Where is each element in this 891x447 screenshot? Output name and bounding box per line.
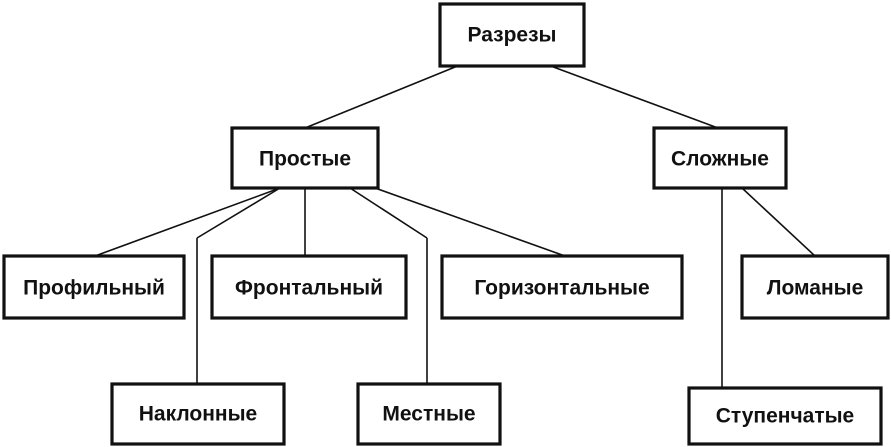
node-local: Местные [356, 382, 502, 446]
node-simple: Простые [230, 126, 380, 190]
edge-simple-horizontal [374, 187, 566, 257]
node-frontal: Фронтальный [210, 254, 408, 320]
node-inclined: Наклонные [110, 382, 286, 446]
node-local-label: Местные [382, 403, 475, 426]
edge-simple-profile [94, 187, 281, 257]
node-root-label: Разрезы [468, 24, 557, 47]
node-inclined-label: Наклонные [139, 403, 257, 426]
node-horizontal-label: Горизонтальные [474, 277, 649, 300]
node-stepped-label: Ступенчатые [716, 405, 854, 428]
node-broken: Ломаные [740, 254, 890, 320]
node-simple-label: Простые [259, 148, 351, 171]
node-profile: Профильный [2, 254, 186, 320]
node-complex-label: Сложные [671, 148, 769, 171]
node-frontal-label: Фронтальный [235, 277, 383, 300]
edge-root-simple [304, 64, 461, 129]
edge-complex-broken [741, 187, 816, 257]
edge-simple-local [349, 187, 428, 239]
node-stepped: Ступенчатые [687, 386, 883, 446]
node-broken-label: Ломаные [767, 277, 864, 300]
connectors [94, 64, 816, 388]
node-complex: Сложные [652, 126, 788, 190]
node-profile-label: Профильный [23, 277, 165, 300]
edge-simple-inclined [196, 187, 281, 239]
node-horizontal: Горизонтальные [440, 254, 684, 320]
node-root: Разрезы [438, 2, 586, 68]
edge-root-complex [547, 64, 719, 129]
